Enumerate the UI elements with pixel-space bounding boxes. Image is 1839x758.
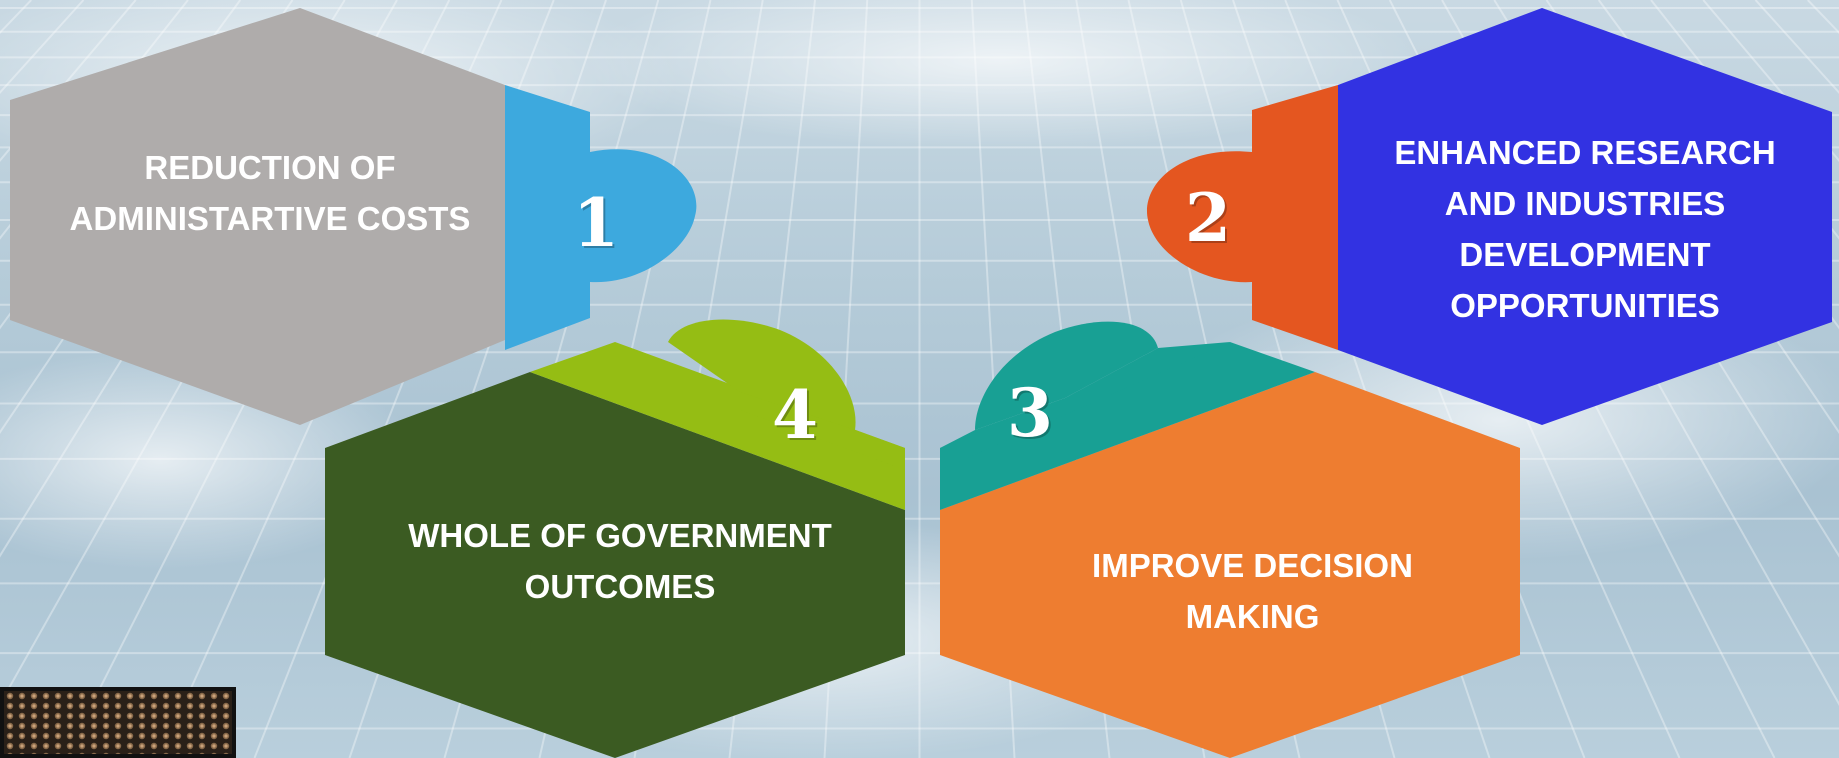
hex-3-tab: [975, 321, 1158, 430]
hex-3-accent-band: [940, 342, 1315, 510]
hex-1-body: [10, 8, 505, 425]
hex-4-label-line-2: OUTCOMES: [524, 568, 716, 605]
hex-2-tab: [1146, 151, 1252, 283]
hex-item-2: [1146, 8, 1832, 425]
hex-3-label-line-1: IMPROVE DECISION: [1092, 547, 1413, 584]
hex-4-tab: [668, 319, 856, 430]
hex-4-label-line-1: WHOLE OF GOVERNMENT: [408, 517, 832, 554]
hex-2-number: 2: [1185, 179, 1231, 257]
thumbnail-crowd-pattern: [4, 691, 232, 754]
hex-2-label-line-4: OPPORTUNITIES: [1450, 287, 1720, 324]
hex-3-tab-base: [940, 342, 1230, 470]
hex-3-number: 3: [1007, 374, 1053, 452]
hex-1-accent-band: [505, 85, 590, 350]
hex-1-tab: [590, 149, 697, 283]
hex-2-accent-band: [1252, 85, 1338, 350]
thumbnail-image: [0, 687, 236, 758]
hex-1-label-line-1: REDUCTION OF: [144, 149, 396, 186]
hex-2-body: [1338, 8, 1832, 425]
hex-item-1: [10, 8, 697, 425]
hex-4-tab-base: [740, 392, 905, 470]
hex-3-body: [940, 372, 1520, 758]
hex-2-label: ENHANCED RESEARCH AND INDUSTRIES DEVELOP…: [1355, 127, 1815, 331]
hex-4-label: WHOLE OF GOVERNMENT OUTCOMES: [385, 510, 855, 612]
hex-4-number: 4: [772, 376, 818, 454]
hex-item-3: [940, 321, 1520, 758]
hex-4-accent-band: [530, 342, 905, 510]
hex-1-label-line-2: ADMINISTARTIVE COSTS: [69, 200, 471, 237]
hex-3-label: IMPROVE DECISION MAKING: [1020, 540, 1485, 642]
hex-2-label-line-2: AND INDUSTRIES: [1444, 185, 1726, 222]
hex-item-4: [325, 319, 905, 758]
hex-1-number: 1: [573, 184, 619, 262]
hex-2-label-line-3: DEVELOPMENT: [1459, 236, 1711, 273]
hex-4-body: [325, 372, 905, 758]
hex-3-label-line-2: MAKING: [1185, 598, 1320, 635]
hex-1-label: REDUCTION OF ADMINISTARTIVE COSTS: [40, 142, 500, 244]
hex-2-label-line-1: ENHANCED RESEARCH: [1394, 134, 1776, 171]
